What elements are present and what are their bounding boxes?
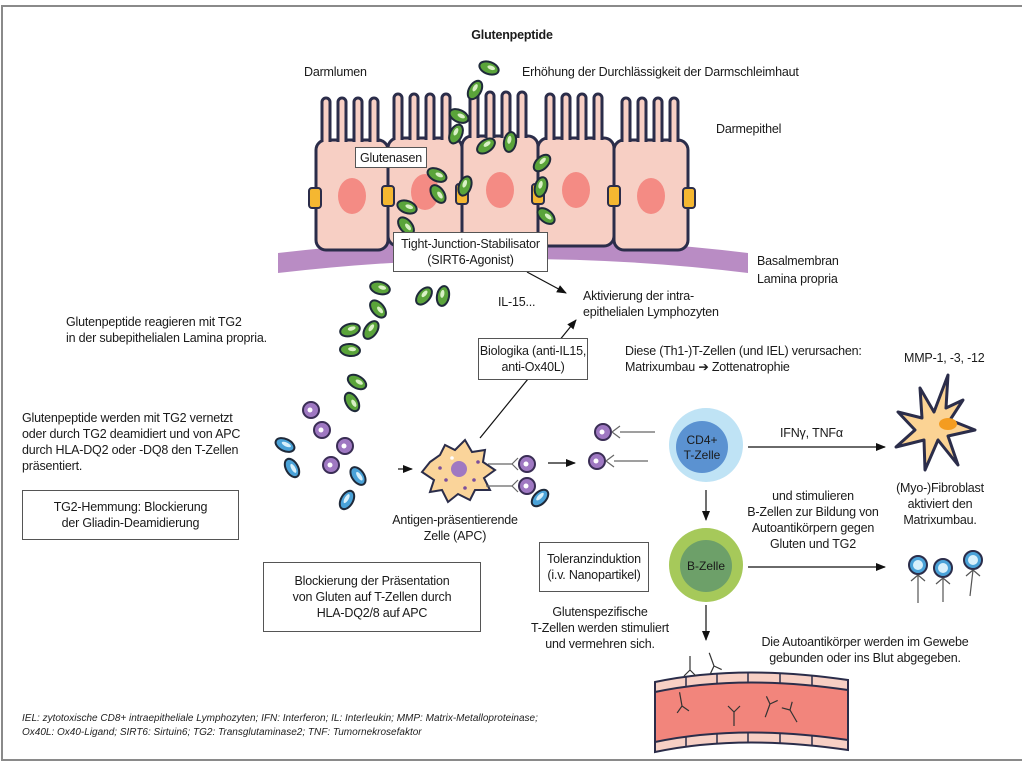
therapy-box-tolerance: Toleranzinduktion (i.v. Nanopartikel) (539, 542, 649, 592)
fibroblast (894, 373, 977, 472)
deamidated-peptides (272, 401, 370, 513)
label-il15: IL-15... (498, 295, 536, 309)
apc-cell (420, 438, 497, 504)
figure-frame (1, 5, 1022, 761)
bcell-label: B-Zelle (686, 559, 725, 573)
bcell-inner (680, 540, 732, 592)
apc-receptors (486, 457, 519, 493)
label-mmp: MMP-1, -3, -12 (904, 351, 985, 365)
therapy-box-biologika: Biologika (anti-IL15, anti-Ox40L) (478, 338, 588, 380)
label-apc: Antigen-präsentierende Zelle (APC) (392, 513, 518, 543)
label-stimulate-b: und stimulieren B-Zellen zur Bildung von… (747, 489, 879, 551)
antibody-cells (908, 550, 983, 603)
label-tg2-react: Glutenpeptide reagieren mit TG2 in der s… (66, 315, 267, 345)
label-gluten-specific: Glutenspezifische T-Zellen werden stimul… (531, 605, 669, 651)
label-lamina-propria: Lamina propria (757, 272, 838, 286)
epithelial-cell (460, 90, 540, 246)
therapy-box-tight-junction: Tight-Junction-Stabilisator (SIRT6-Agoni… (393, 232, 548, 272)
epithelial-cell (536, 92, 616, 248)
blood-vessel (654, 671, 849, 754)
footnote-abbreviations: IEL: zytotoxische CD8+ intraepitheliale … (22, 713, 538, 738)
label-th1-cause: Diese (Th1-)T-Zellen (und IEL) verursach… (625, 344, 862, 374)
figure-title: Glutenpeptide (471, 28, 553, 42)
cd4-tcell-inner (676, 421, 728, 473)
label-ifn-tnf: IFNγ, TNFα (780, 426, 843, 440)
epithelial-cell (612, 96, 690, 252)
label-autoantibodies: Die Autoantikörper werden im Gewebe gebu… (761, 635, 969, 665)
epithelial-cell (314, 96, 390, 252)
label-darmepithel: Darmepithel (716, 122, 782, 136)
epithelium (314, 90, 690, 252)
label-tg2-crosslink: Glutenpeptide werden mit TG2 vernetzt od… (22, 411, 241, 473)
therapy-box-glutenasen: Glutenasen (355, 147, 427, 168)
cell-nuclei (338, 172, 665, 214)
therapy-box-hla-block: Blockierung der Präsentation von Gluten … (263, 562, 481, 632)
label-iel-activation: Aktivierung der intra- epithelialen Lymp… (583, 289, 719, 319)
label-basalmembran: Basalmembran (757, 254, 839, 268)
tcell-receptors (605, 425, 655, 468)
cd4-tcell-label: CD4+ T-Zelle (683, 433, 721, 462)
therapy-box-tg2-inhibition: TG2-Hemmung: Blockierung der Gliadin-Dea… (22, 490, 239, 540)
label-permeability: Erhöhung der Durchlässigkeit der Darmsch… (522, 65, 799, 79)
label-darmlumen: Darmlumen (304, 65, 367, 79)
label-fibroblast: (Myo-)Fibroblast aktiviert den Matrixumb… (896, 481, 984, 527)
